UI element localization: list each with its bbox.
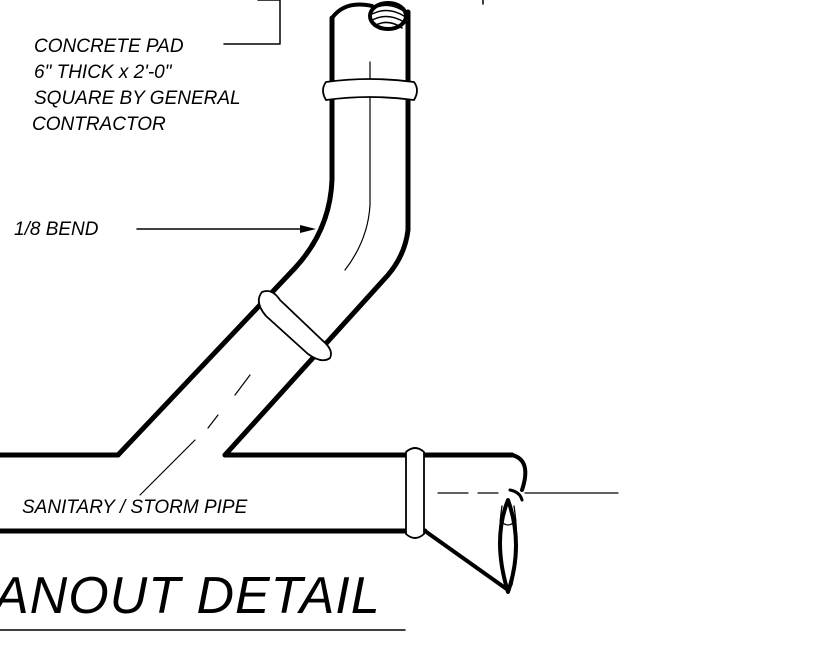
top-leader-left [223, 0, 281, 45]
riser-collar [322, 78, 418, 101]
horizontal-pipe [0, 452, 619, 592]
pad-line-1: CONCRETE PAD [34, 36, 184, 57]
cleanout-plug [368, 1, 408, 31]
pad-line-2: 6" THICK x 2'-0" [34, 62, 172, 83]
concrete-pad-note: CONCRETE PAD 6" THICK x 2'-0" SQUARE BY … [32, 34, 241, 138]
pad-line-4: CONTRACTOR [32, 114, 166, 135]
end-cap-plug [498, 488, 524, 594]
pipe-label: SANITARY / STORM PIPE [22, 497, 248, 518]
detail-title: ANOUT DETAIL [0, 567, 381, 625]
bend-collar [257, 290, 332, 362]
pad-line-3: SQUARE BY GENERAL [34, 88, 241, 109]
bend-leader [136, 225, 316, 233]
pipe-coupling [405, 447, 425, 539]
bend-label: 1/8 BEND [14, 219, 99, 240]
riser-pipe [0, 2, 411, 496]
